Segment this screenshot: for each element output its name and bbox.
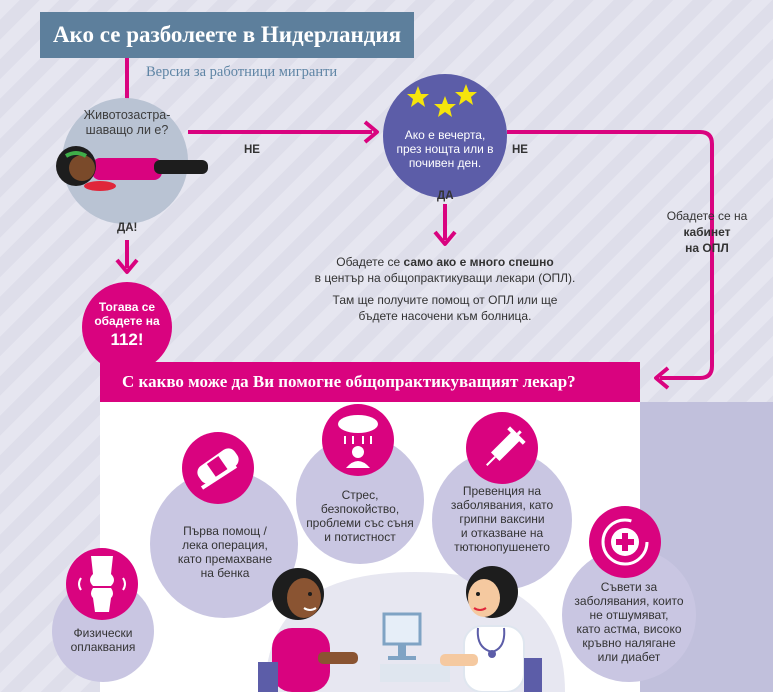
gp-office-pre: Обадете се на: [666, 209, 748, 223]
arrowhead-yes-1: [115, 258, 139, 274]
gp-center-para2: Там ще получите помощ от ОПЛ или ще бъде…: [332, 293, 558, 323]
no-label-1: НЕ: [244, 144, 260, 156]
yes-label-2: ДА: [437, 190, 454, 202]
yes-label-1: ДА!: [117, 222, 138, 234]
gp-center-bold: само ако е много спешно: [403, 255, 554, 269]
first-aid-label: Първа помощ / лека операция, като премах…: [177, 524, 273, 580]
rain-cloud-person-icon: [338, 415, 378, 468]
stars-icon: [407, 84, 477, 117]
arrowhead-no-2: [654, 366, 670, 390]
connector-no-2: [507, 130, 714, 380]
call-112-number: 112!: [110, 330, 144, 349]
call-112-circle: Тогава се обадете на 112!: [82, 282, 172, 372]
patient-illustration: [258, 568, 358, 692]
computer-monitor-icon: [380, 612, 450, 682]
page-title: Ако се разболеете в Нидерландия: [40, 12, 414, 58]
prevention-label: Превенция на заболявания, като грипни ва…: [450, 484, 554, 554]
arrowhead-no-1: [363, 120, 379, 144]
chronic-advice-label: Съвети за заболявания, които не отшумява…: [574, 580, 684, 664]
question-night-circle: [383, 74, 507, 198]
injured-person-icon: [56, 146, 208, 191]
physical-label: Физически оплаквания: [70, 626, 136, 654]
gp-center-pre: Обадете се: [336, 255, 404, 269]
medical-cross-cycle-icon: [601, 518, 649, 566]
gp-office-bold: кабинет на ОПЛ: [683, 225, 731, 255]
call-112-text: Тогава се обадете на: [94, 300, 160, 328]
doctor-illustration: [440, 566, 542, 692]
bandage-scalpel-icon: [197, 448, 239, 490]
gp-center-instructions: Обадете се само ако е много спешно в цен…: [290, 254, 600, 324]
arrowhead-yes-2: [433, 230, 457, 246]
knee-joint-icon: [78, 556, 126, 612]
stress-label: Стрес, безпокойство, проблеми със съня и…: [306, 488, 414, 544]
gp-office-instructions: Обадете се на кабинет на ОПЛ: [652, 208, 762, 256]
no-label-2: НЕ: [512, 144, 528, 156]
syringe-icon: [486, 426, 526, 466]
gp-center-post: в център на общопрактикуващи лекари (ОПЛ…: [314, 271, 576, 285]
question-night-text: Ако е вечерта, през нощта или в почивен …: [396, 128, 494, 170]
page-subtitle: Версия за работници мигранти: [146, 64, 338, 80]
section-banner: С какво може да Ви помогне общопрактикув…: [100, 362, 640, 402]
question-emergency-text: Животозастра- шаващо ли е?: [83, 108, 171, 137]
